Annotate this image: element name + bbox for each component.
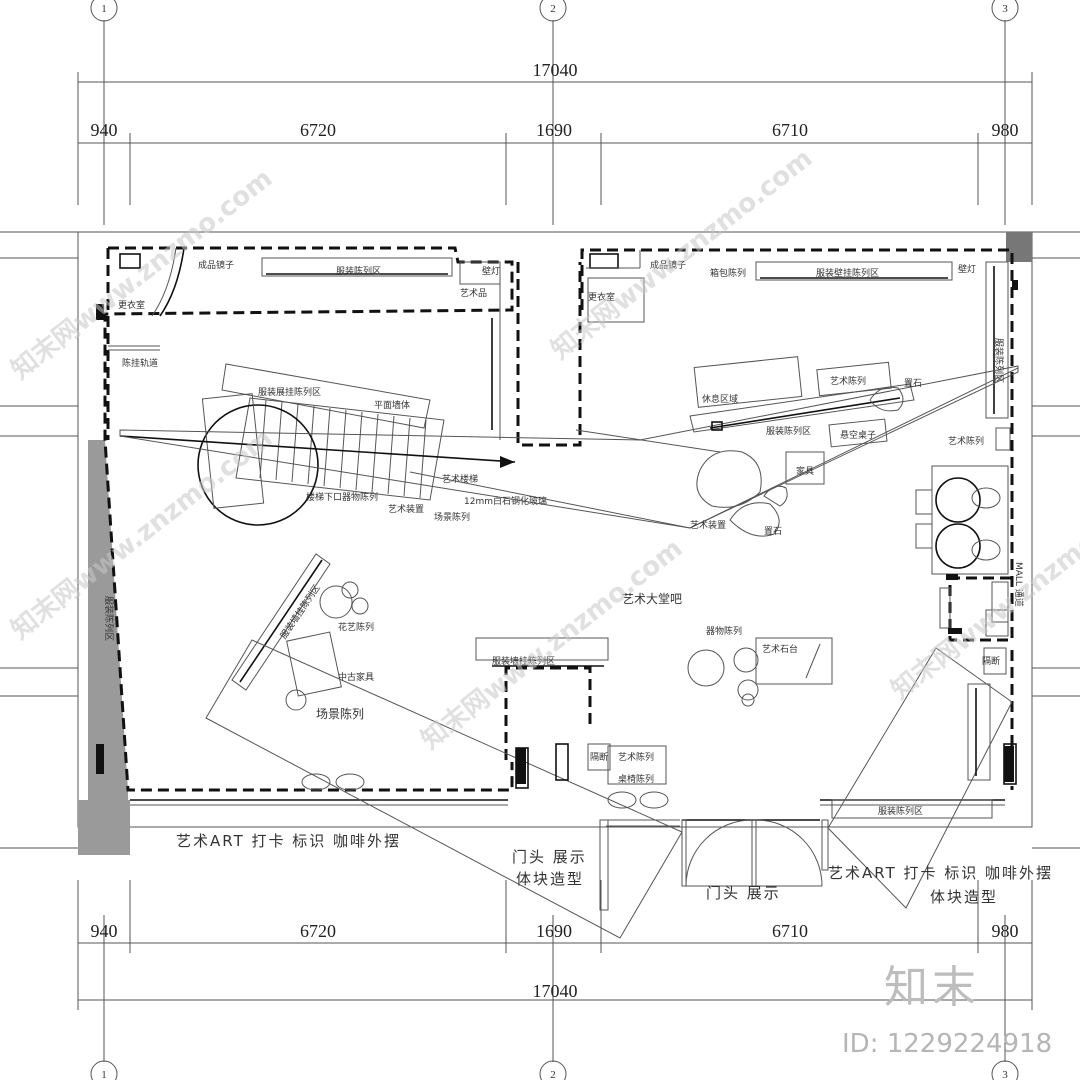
- label-side-wall-display: 服装墙挂陈列区: [278, 582, 323, 641]
- axis-label-1-top: 1: [101, 3, 107, 15]
- label-mirror-left: 成品镜子: [198, 259, 234, 271]
- label-scene-display: 场景陈列: [316, 706, 364, 721]
- bottom-dimension-4: 6710: [772, 921, 808, 941]
- entry-doors: [599, 819, 829, 911]
- brand-logo-text: 知末: [884, 962, 980, 1013]
- watermark-3: 知末网www.znzmo.com: [6, 423, 278, 645]
- label-facade-left-2: 体块造型: [516, 870, 584, 888]
- label-clothing-display-r: 服装陈列区: [766, 425, 811, 437]
- label-display-hang-right: 服装壁挂陈列区: [816, 267, 879, 279]
- label-rest-area: 休息区域: [702, 393, 738, 405]
- bottom-dimension-3: 1690: [536, 921, 572, 941]
- corner-column: [1006, 232, 1032, 262]
- middle-lower-room: 服装墙挂陈列区 隔断 艺术陈列 桌椅陈列: [475, 637, 669, 809]
- label-boulder-2: 置石: [764, 526, 782, 537]
- top-dimensions: 17040 940 6720 1690 6710 980: [77, 60, 1033, 205]
- label-under-stair: 楼梯下口器物陈列: [306, 491, 378, 503]
- label-flat-table: 平面墙体: [374, 399, 410, 411]
- wall-fixtures: [96, 280, 1018, 784]
- top-total-dimension: 17040: [533, 60, 578, 80]
- label-seat-display: 桌椅陈列: [618, 773, 654, 785]
- watermark-2: 知末网www.znzmo.com: [546, 143, 818, 365]
- right-side-seating: 艺术陈列 服装陈列区 MALL 通道: [915, 338, 1025, 637]
- label-fitting-right: 更衣室: [588, 291, 615, 303]
- label-art-display-r: 艺术陈列: [830, 375, 866, 387]
- axis-grid: 1 2 3 1 2 3: [90, 0, 1019, 1080]
- label-bag-display: 箱包陈列: [710, 267, 746, 279]
- top-dimension-2: 6720: [300, 120, 336, 140]
- axis-label-2-top: 2: [550, 3, 556, 15]
- label-art-installation-2: 艺术装置: [690, 519, 726, 531]
- label-mid-wall-display: 服装墙挂陈列区: [492, 655, 555, 667]
- label-partition: 隔断: [590, 751, 608, 763]
- label-boulder-1: 置石: [904, 378, 922, 389]
- label-partition-right: 隔断: [982, 655, 1000, 667]
- diagonal-partition: [119, 365, 1019, 529]
- bottom-dimension-2: 6720: [300, 921, 336, 941]
- label-scene-display-small: 场景陈列: [434, 511, 470, 523]
- left-upper-rooms: 成品镜子 服装陈列区 壁灯 艺术品 更衣室 陈挂轨道: [108, 247, 501, 440]
- label-art-piece: 艺术品: [460, 287, 487, 299]
- side-wall-stubs: [0, 231, 1080, 849]
- dashed-boundaries: [103, 246, 1014, 792]
- label-facade-left-1: 门头 展示: [512, 848, 587, 866]
- bottom-dimension-5: 980: [992, 921, 1019, 941]
- axis-label-3-bottom: 3: [1002, 1069, 1008, 1080]
- label-furniture: 家具: [796, 465, 814, 477]
- top-dimension-5: 980: [992, 120, 1019, 140]
- label-vintage-furniture: 中古家具: [338, 671, 374, 683]
- outside-labels: 艺术ART 打卡 标识 咖啡外摆 门头 展示 体块造型 门头 展示 艺术ART …: [176, 832, 1053, 906]
- top-dimension-1: 940: [91, 120, 118, 140]
- label-lobby-bar: 艺术大堂吧: [622, 592, 682, 606]
- label-wall-lamp-right: 壁灯: [958, 263, 976, 275]
- axis-label-2-bottom: 2: [550, 1069, 556, 1080]
- left-wall-fill: [88, 440, 128, 826]
- label-plant-display: 花艺陈列: [338, 621, 374, 633]
- label-art-install: 艺术装置: [388, 503, 424, 515]
- label-door-display: 门头 展示: [706, 884, 781, 902]
- label-display-shelf-mid: 服装展挂陈列区: [258, 386, 321, 398]
- image-id: ID: 1229224918: [842, 1029, 1052, 1059]
- label-clothing-display-low: 服装陈列区: [878, 805, 923, 817]
- label-display-hang-left: 服装陈列区: [336, 265, 381, 277]
- top-dimension-4: 6710: [772, 120, 808, 140]
- watermark-4: 知末网www.znzmo.com: [416, 533, 688, 755]
- watermark-1: 知末网www.znzmo.com: [6, 163, 278, 385]
- label-fitting-left: 更衣室: [118, 299, 145, 311]
- top-dimension-3: 1690: [536, 120, 572, 140]
- axis-label-3-top: 3: [1002, 3, 1008, 15]
- label-art-display-door: 艺术陈列: [618, 751, 654, 763]
- building-outline: [77, 231, 1033, 855]
- label-checkpoint-right: 艺术ART 打卡 标识 咖啡外摆: [828, 864, 1053, 882]
- label-suspended-table: 悬空桌子: [840, 429, 876, 441]
- label-checkpoint-left: 艺术ART 打卡 标识 咖啡外摆: [176, 832, 401, 850]
- label-facade-right: 体块造型: [930, 888, 998, 906]
- label-steel-stone: 12mm白石钢化玻璃: [464, 495, 547, 507]
- label-art-stone: 艺术石台: [762, 643, 798, 655]
- right-upper-rooms: 成品镜子 箱包陈列 服装壁挂陈列区 壁灯 更衣室: [586, 250, 1009, 419]
- label-hanger-rail: 陈挂轨道: [122, 357, 158, 369]
- label-wall-lamp-left: 壁灯: [482, 265, 500, 277]
- bottom-total-dimension: 17040: [533, 981, 578, 1001]
- bottom-dimensions: 940 6720 1690 6710 980 17040: [77, 880, 1033, 1010]
- label-art-stair: 艺术楼梯: [442, 473, 478, 485]
- label-vertical-display: 服装陈列区: [993, 338, 1005, 383]
- art-staircase: 服装展挂陈列区 平面墙体 艺术楼梯 楼梯下口器物陈列 艺术装置 场景陈列 12m…: [119, 363, 547, 526]
- label-mirror-right: 成品镜子: [650, 259, 686, 271]
- label-mall: MALL 通道: [1013, 562, 1025, 607]
- label-left-wall-display: 服装陈列区: [103, 596, 115, 641]
- axis-label-1-bottom: 1: [101, 1069, 107, 1080]
- lobby-bar-area: 艺术大堂吧 器物陈列 艺术石台: [622, 592, 833, 707]
- label-art-display-side: 艺术陈列: [948, 435, 984, 447]
- label-dried-display: 器物陈列: [706, 625, 742, 637]
- left-pillar: [78, 800, 130, 855]
- bottom-dimension-1: 940: [91, 921, 118, 941]
- watermark-5: 知末网www.znzmo.com: [886, 483, 1080, 705]
- right-upper-furniture: 休息区域 艺术陈列 置石 服装陈列区 悬空桌子 家具 艺术装置 置石: [689, 356, 922, 537]
